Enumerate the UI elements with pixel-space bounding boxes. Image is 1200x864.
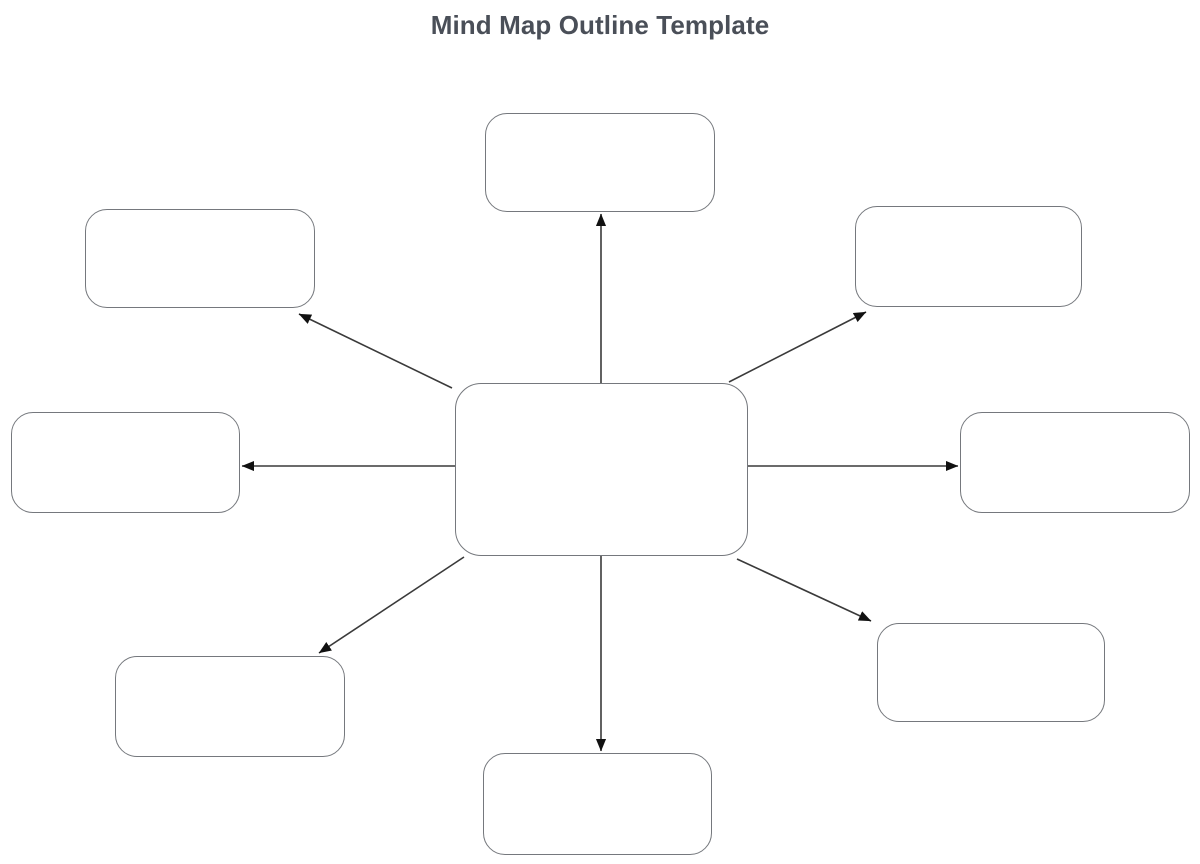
branch-node-top-left[interactable] — [85, 209, 315, 308]
edge-center-to-bottom-right — [736, 558, 872, 622]
edge-center-to-top-left — [298, 313, 453, 389]
edge-center-to-bottom-left — [318, 556, 465, 654]
page-title: Mind Map Outline Template — [430, 10, 770, 40]
branch-node-left[interactable] — [11, 412, 240, 513]
branch-node-bottom-left[interactable] — [115, 656, 345, 757]
branch-node-top[interactable] — [485, 113, 715, 212]
branch-node-bottom-right[interactable] — [877, 623, 1105, 722]
branch-node-bottom[interactable] — [483, 753, 712, 855]
branch-node-right[interactable] — [960, 412, 1190, 513]
branch-node-top-right[interactable] — [855, 206, 1082, 307]
central-node[interactable] — [455, 383, 748, 556]
edge-center-to-top-right — [728, 311, 867, 383]
